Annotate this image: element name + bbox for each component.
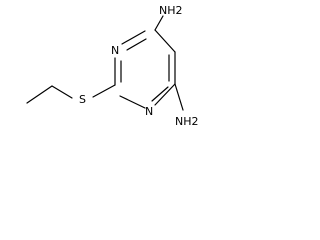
bond-n3-c4 (121, 30, 146, 45)
bond-c4-n3-inner (126, 38, 147, 51)
bond-c2-s (92, 84, 116, 98)
atom-nh2-top: NH2 (159, 4, 183, 17)
atom-nh2-bottom: NH2 (175, 115, 199, 128)
atom-s: S (79, 93, 86, 106)
structure-svg: NH2 N N S NH2 (26, 4, 199, 128)
bond-ch2-ch3 (26, 85, 53, 104)
bond-c4-c5 (154, 29, 176, 53)
bond-s-ch2 (51, 85, 73, 99)
bond-c6-nh2 (174, 83, 184, 111)
bond-c6-n1 (154, 83, 176, 106)
bond-c4-nh2 (154, 15, 164, 31)
atom-n-left-bottom: N (145, 105, 153, 118)
atom-n-left-top: N (111, 44, 119, 57)
bond-n1-c2 (119, 95, 146, 109)
molecule-diagram: NH2 N N S NH2 (0, 0, 234, 139)
bond-c6-n1-inner (151, 86, 169, 102)
